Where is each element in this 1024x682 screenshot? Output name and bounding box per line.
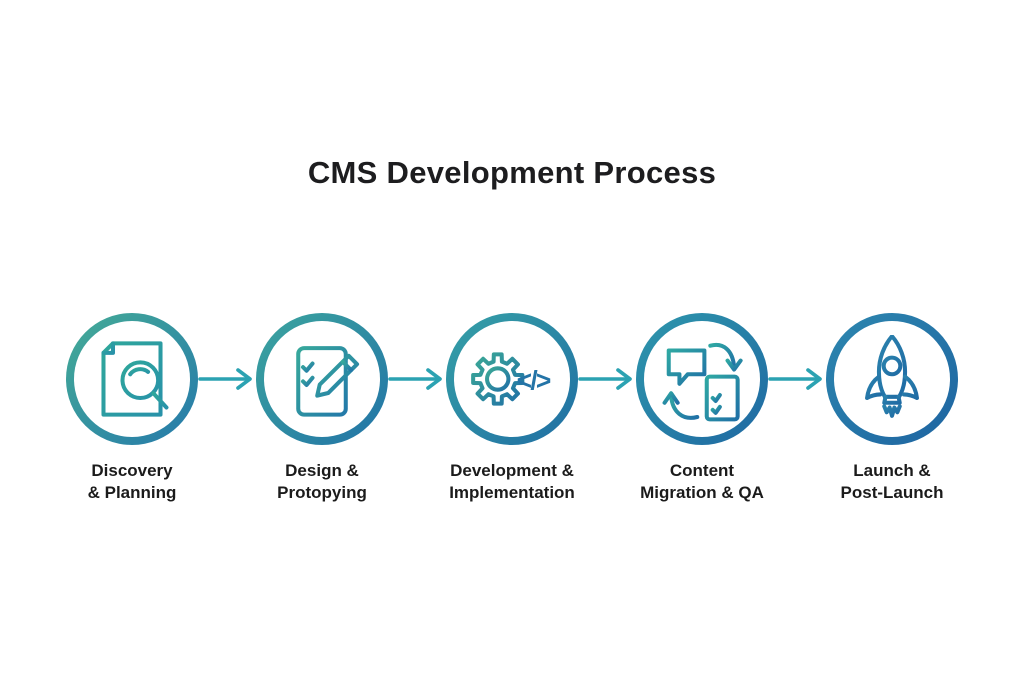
step-label: Design & Protopying <box>277 460 367 504</box>
step-label-line: Launch & <box>853 461 931 480</box>
step-circle <box>826 313 958 445</box>
step-label: Launch & Post-Launch <box>841 460 944 504</box>
step-circle <box>256 313 388 445</box>
step-label-line: Migration & QA <box>640 483 764 502</box>
step-label-line: Protopying <box>277 483 367 502</box>
step-label-line: Discovery <box>91 461 173 480</box>
flow-arrow-icon <box>198 368 252 390</box>
step-circle <box>66 313 198 445</box>
step-label: Discovery & Planning <box>88 460 177 504</box>
diagram-title: CMS Development Process <box>307 155 717 190</box>
notepad-pencil-icon <box>296 338 360 417</box>
document-search-icon <box>101 341 169 417</box>
step-label-line: Content <box>669 461 735 480</box>
step-discovery-planning: Discovery & Planning <box>66 313 198 504</box>
step-label-line: & Planning <box>87 483 177 502</box>
step-label-line: Post-Launch <box>840 483 944 502</box>
step-design-prototyping: Design & Protopying <box>256 313 388 504</box>
rocket-icon <box>865 335 919 418</box>
content-migration-icon <box>662 342 743 422</box>
code-glyph: </> <box>517 366 551 396</box>
flow-arrow-icon <box>388 368 442 390</box>
step-label: Development & Implementation <box>449 460 575 504</box>
process-flow: Discovery & Planning <box>0 313 1024 504</box>
step-label-line: Development & <box>450 461 574 480</box>
step-label-line: Design & <box>285 461 359 480</box>
step-circle <box>636 313 768 445</box>
gear-code-icon: </> <box>471 352 553 406</box>
flow-arrow-icon <box>768 368 822 390</box>
step-launch-post-launch: Launch & Post-Launch <box>826 313 958 504</box>
step-label-line: Implementation <box>449 483 575 502</box>
step-development-implementation: </> Development & Implementation <box>446 313 578 504</box>
step-circle: </> <box>446 313 578 445</box>
step-label: Content Migration & QA <box>640 460 764 504</box>
step-content-migration-qa: Content Migration & QA <box>636 313 768 504</box>
flow-arrow-icon <box>578 368 632 390</box>
